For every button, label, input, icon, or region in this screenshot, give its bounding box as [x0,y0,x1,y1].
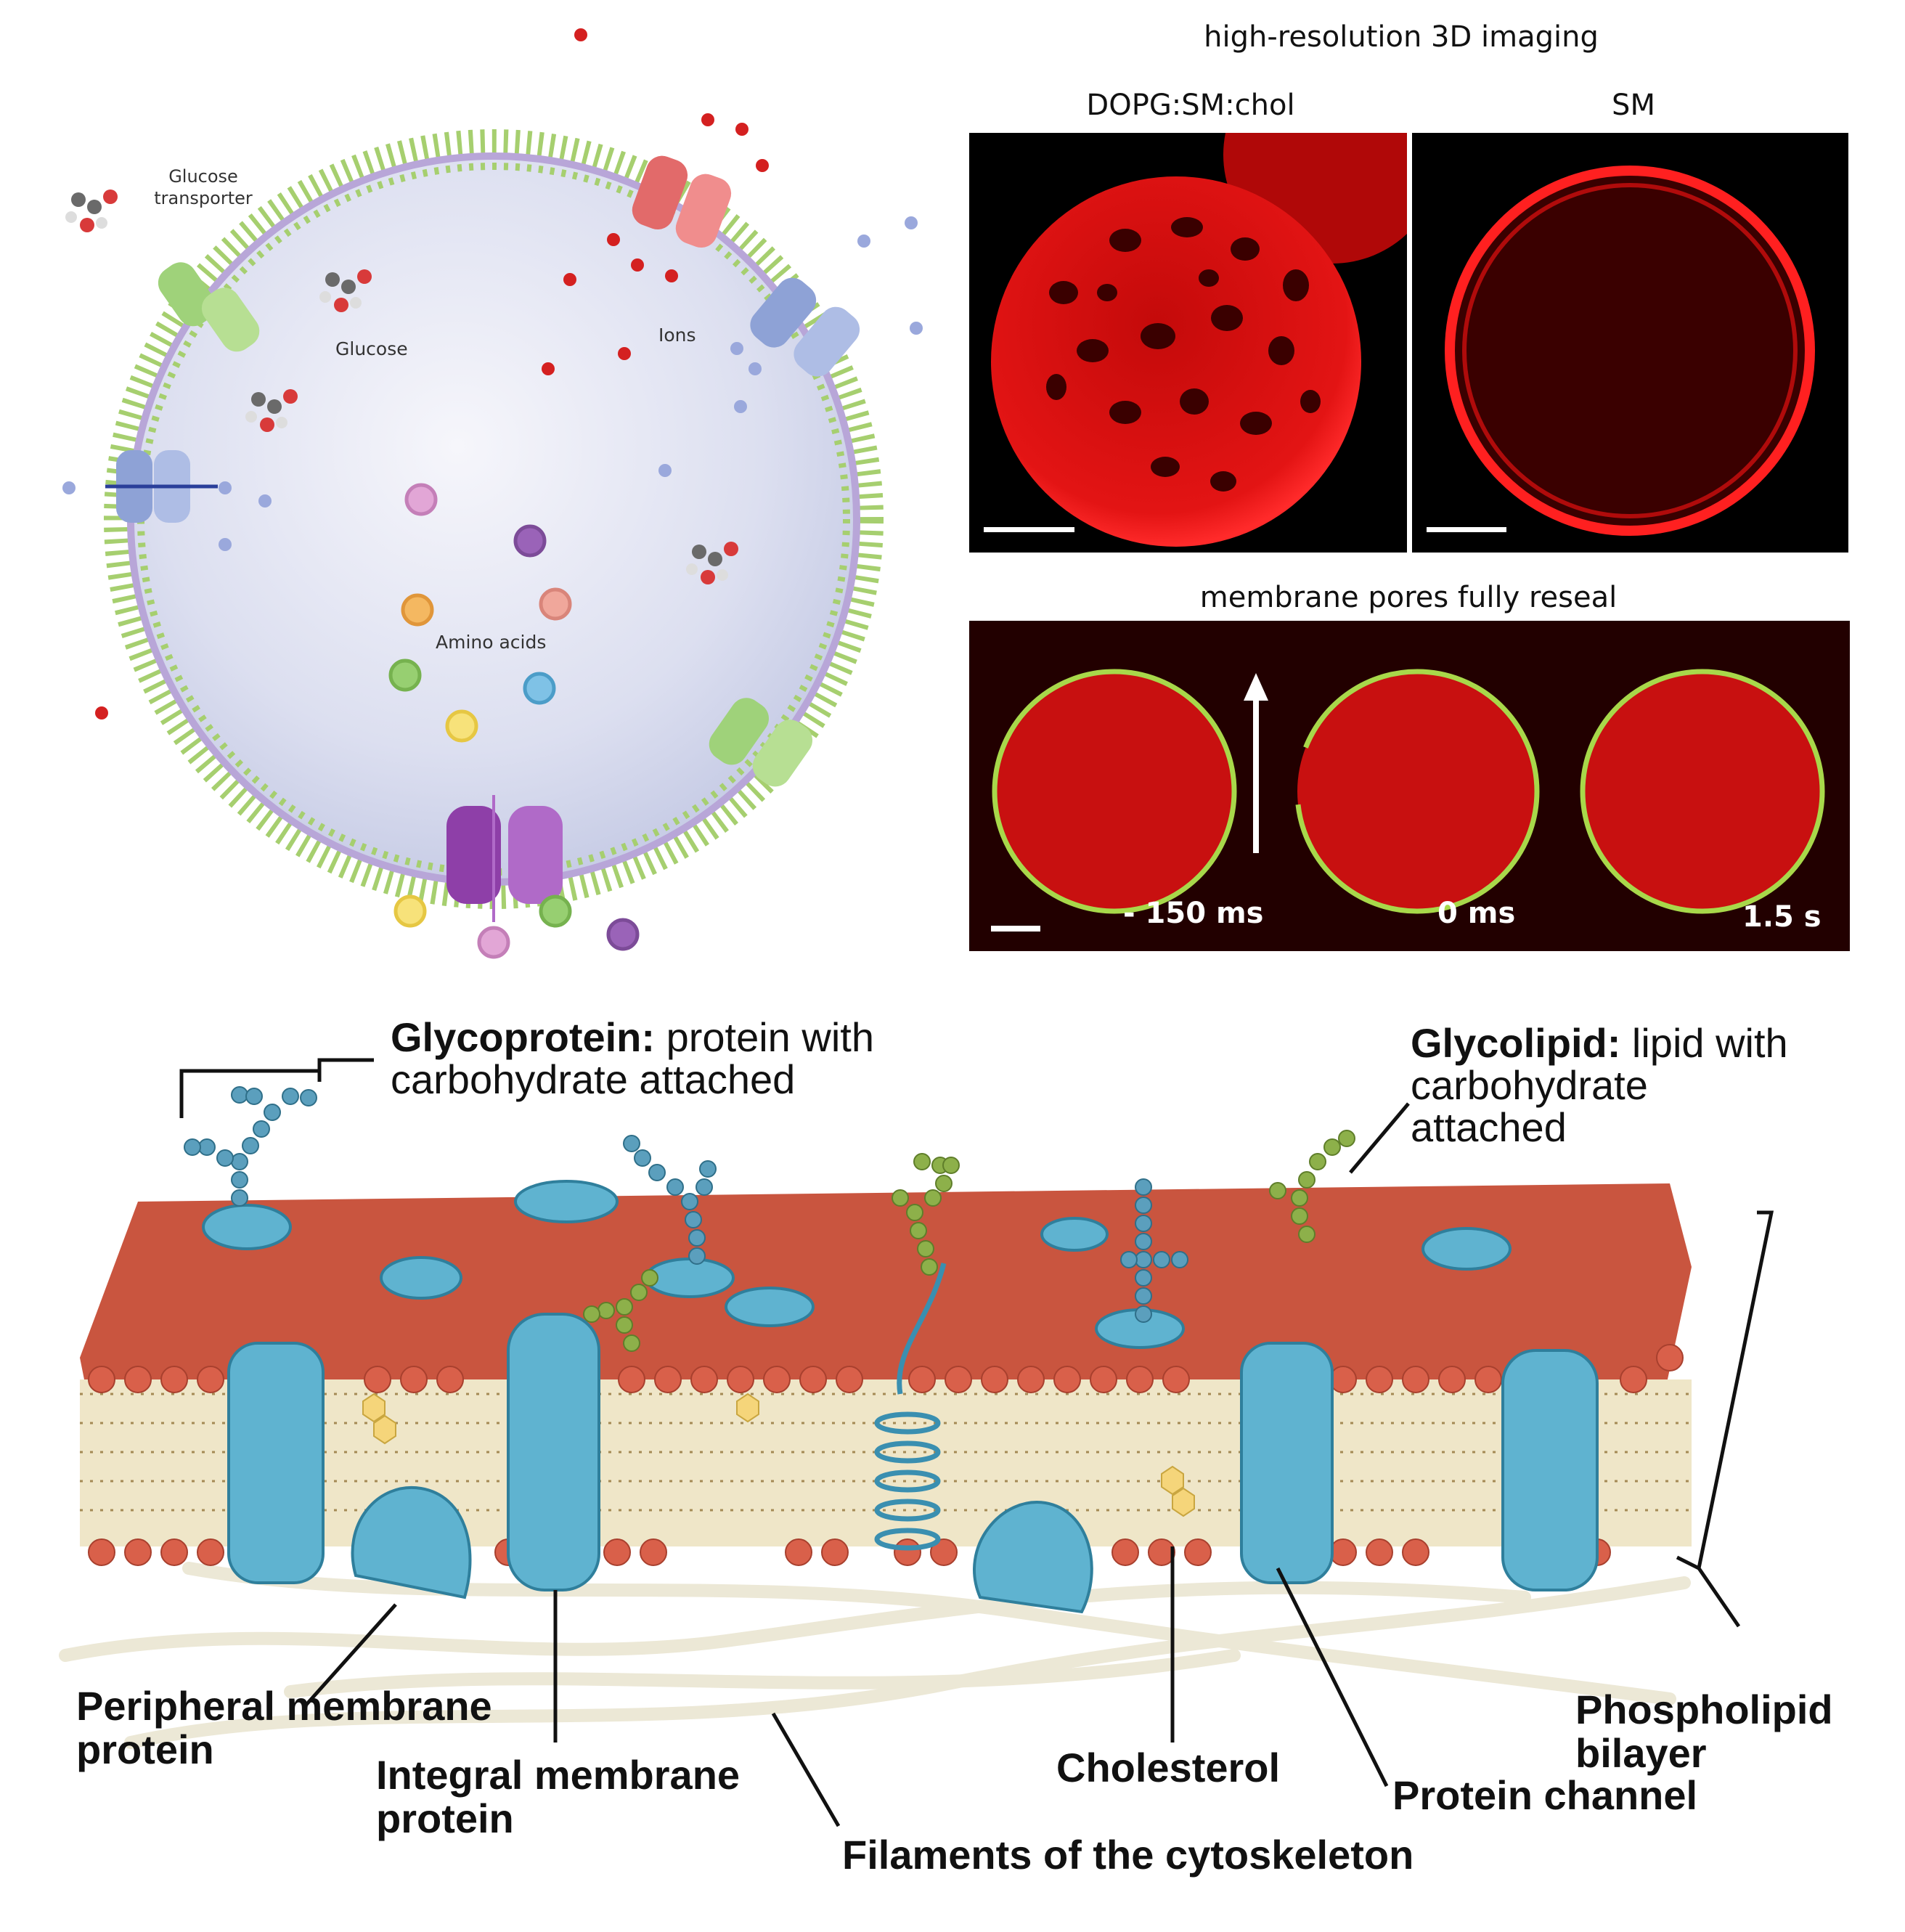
time-label-0: 0 ms [1437,897,1516,930]
glycoprotein-desc: protein with [655,1014,874,1060]
integral-line1: Integral membrane [376,1752,741,1798]
filaments-label: Filaments of the cytoskeleton [842,1832,1414,1878]
phospholipid-line2: bilayer [1575,1730,1707,1776]
integral-membrane-protein-label: Integral membrane protein [376,1753,740,1841]
glucose-label: Glucose [335,338,408,359]
amino-acids-label: Amino acids [436,632,547,653]
peripheral-membrane-protein-label: Peripheral membrane protein [76,1684,492,1772]
glucose-transporter-left [158,262,260,352]
glycolipid-desc2: carbohydrate [1411,1062,1648,1108]
integral-protein-1 [227,1342,325,1584]
filament-leader [771,1712,841,1827]
cholesterol-label: Cholesterol [1056,1745,1281,1790]
scale-bar [984,527,1074,532]
scale-bar [991,926,1040,932]
integral-protein-2 [507,1313,600,1591]
amino-acid-pump [446,795,563,922]
glucose-transporter-right [709,698,813,787]
integral-protein-3 [1501,1349,1599,1591]
time-label-1-5s: 1.5 s [1742,900,1822,934]
protein-channel-label: Protein channel [1392,1772,1698,1818]
glycolipid-callout: Glycolipid: lipid with carbohydrate atta… [1411,1022,1846,1149]
protein-channel [1240,1342,1334,1584]
phospholipid-bilayer-label: Phospholipid bilayer [1575,1688,1833,1775]
cell-diagram: Glucose transporter Glucose Ions Amino a… [0,0,944,973]
micrograph-reseal: - 150 ms 0 ms 1.5 s [969,621,1850,951]
peripheral-protein [351,1485,472,1599]
glycolipid-desc: lipid with [1620,1020,1788,1066]
time-label-neg150: - 150 ms [1123,897,1264,930]
ions-label: Ions [658,325,696,346]
glucose-transporter-label: Glucose transporter [154,166,253,208]
membrane-illustration [59,1058,1774,1827]
glycoprotein-term: Glycoprotein: [391,1014,656,1060]
peripheral-line1: Peripheral membrane [76,1683,492,1729]
glycolipid-term: Glycolipid: [1411,1020,1621,1066]
peripheral-line2: protein [76,1727,214,1772]
panel-right-label: SM [1612,89,1655,122]
ion-channel-red [632,155,732,248]
phospholipid-line1: Phospholipid [1575,1687,1833,1732]
channel-leader [1276,1567,1389,1788]
glucose-molecules [65,189,738,584]
glycoprotein-callout: Glycoprotein: protein with carbohydrate … [391,1016,1044,1101]
micrograph-sm [1412,133,1848,553]
cell-illustration [62,28,923,959]
ion-channel-blue-left [105,450,218,523]
glycolipid-desc3: attached [1411,1104,1567,1150]
glycolipid-leader [1349,1102,1410,1174]
panel-left-label: DOPG:SM:chol [1086,89,1295,122]
peripheral-leader [303,1603,397,1708]
ion-channel-blue-right [750,277,860,377]
micrograph-dopg [969,133,1407,553]
amino-acids [388,483,640,959]
bilayer-bracket [1676,1210,1774,1628]
imaging-title: high-resolution 3D imaging [1204,20,1599,54]
membrane-diagram: Glycoprotein: protein with carbohydrate … [0,1016,1905,1932]
integral-line2: protein [376,1796,514,1841]
glycoprotein-desc2: carbohydrate attached [391,1056,796,1102]
reseal-title: membrane pores fully reseal [1199,581,1618,614]
scale-bar [1427,527,1506,532]
